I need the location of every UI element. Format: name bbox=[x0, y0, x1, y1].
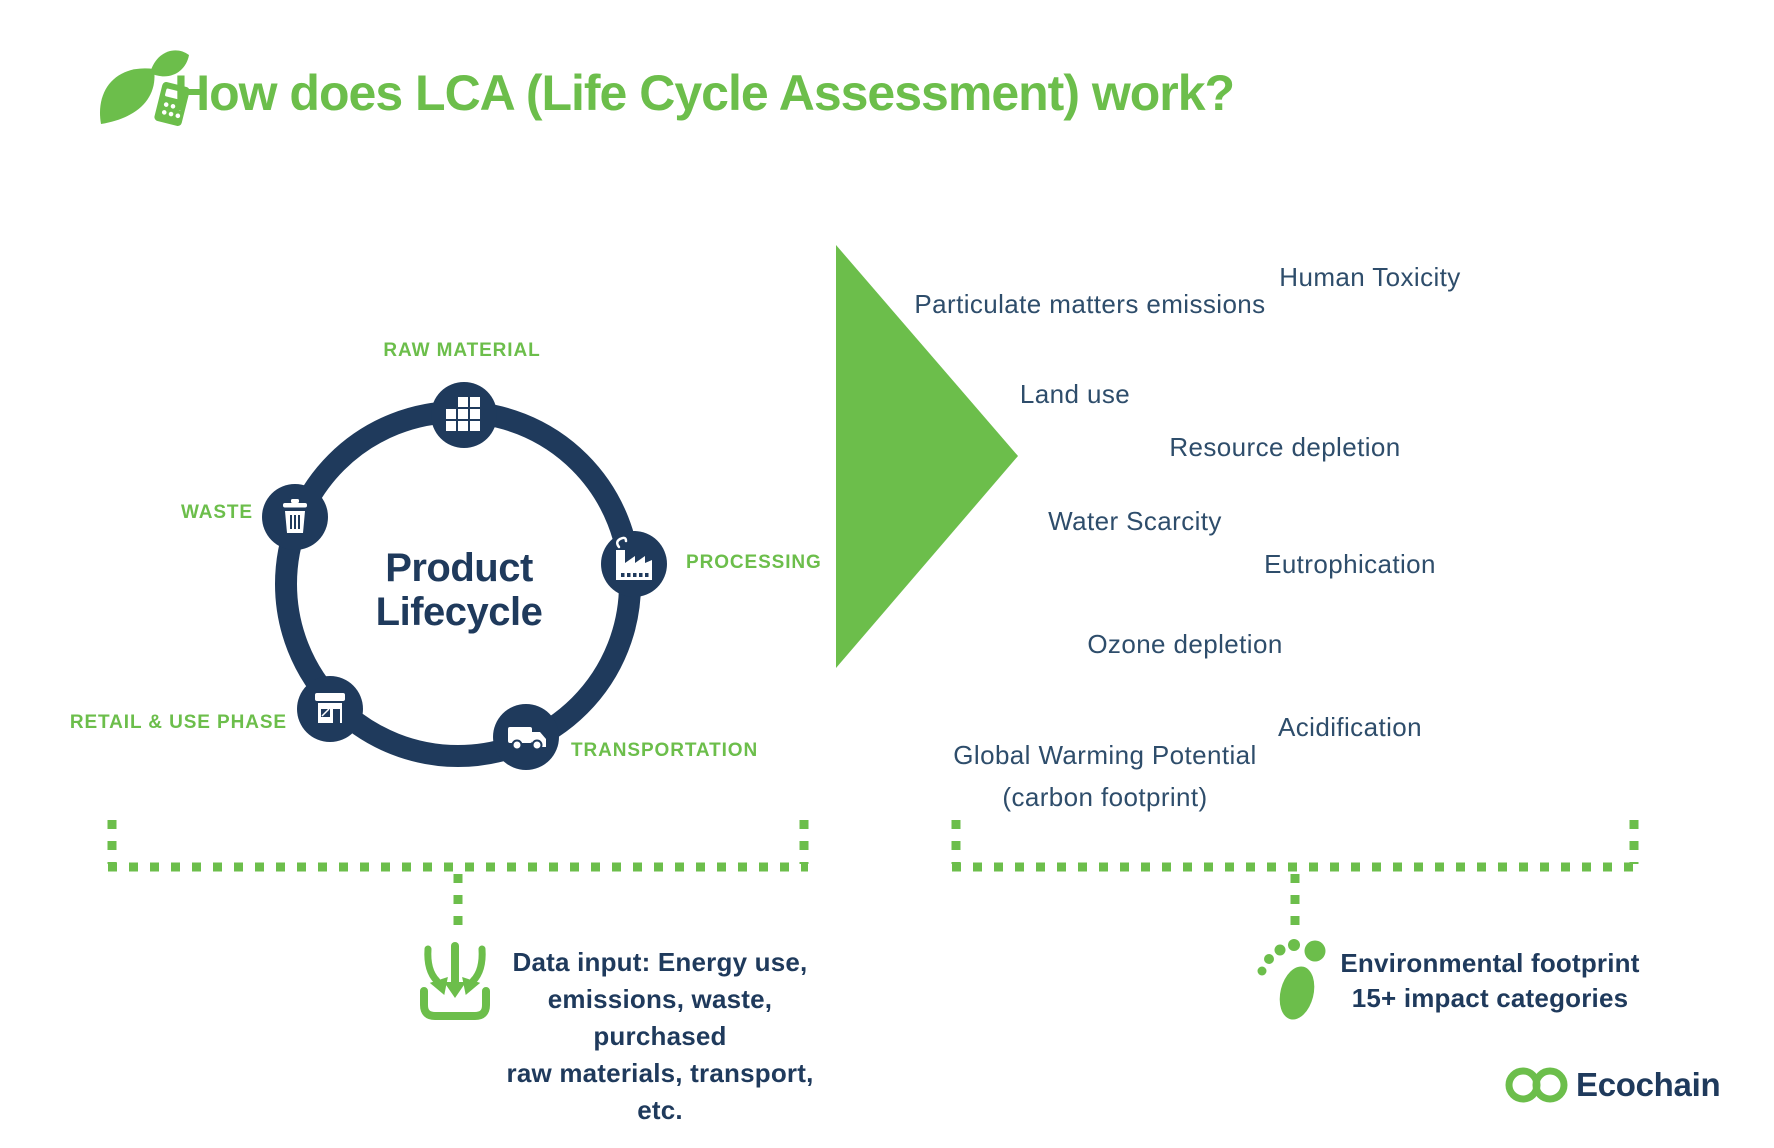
impact-human-toxicity: Human Toxicity bbox=[1279, 262, 1461, 292]
impact-ozone-depletion: Ozone depletion bbox=[1087, 629, 1283, 659]
truck-icon bbox=[508, 727, 546, 751]
funnel-triangle bbox=[836, 245, 1018, 668]
impact-resource-depletion: Resource depletion bbox=[1169, 432, 1401, 462]
impact-land-use: Land use bbox=[1019, 379, 1131, 409]
data-input-caption: Data input: Energy use, emissions, waste… bbox=[480, 944, 840, 1129]
impact-water-scarcity: Water Scarcity bbox=[1048, 506, 1222, 536]
footprint-line2: 15+ impact categories bbox=[1351, 983, 1629, 1013]
footprint-icon bbox=[1257, 939, 1326, 1020]
left-bracket bbox=[107, 820, 809, 928]
data-input-icon bbox=[420, 942, 490, 1020]
data-input-line2: emissions, waste, purchased bbox=[547, 984, 773, 1051]
impact-acidification: Acidification bbox=[1278, 712, 1422, 742]
impact-gwp-line1: Global Warming Potential bbox=[953, 740, 1257, 770]
stage-label-waste: WASTE bbox=[180, 502, 253, 523]
impact-global-warming-potential: Global Warming Potential (carbon footpri… bbox=[895, 734, 1315, 818]
footprint-line1: Environmental footprint bbox=[1340, 948, 1640, 978]
lifecycle-center-line1: Product bbox=[385, 546, 533, 590]
stage-label-processing: PROCESSING bbox=[686, 552, 822, 573]
lifecycle-ring bbox=[262, 382, 667, 770]
footprint-caption: Environmental footprint 15+ impact categ… bbox=[1335, 946, 1645, 1016]
ecochain-logo-wordmark: Ecochain bbox=[1576, 1066, 1721, 1103]
page-title: How does LCA (Life Cycle Assessment) wor… bbox=[174, 65, 1235, 121]
right-bracket bbox=[951, 820, 1639, 928]
impact-particulate-matters: Particulate matters emissions bbox=[914, 289, 1266, 319]
factory-icon bbox=[616, 536, 652, 580]
lifecycle-center-label: Product Lifecycle bbox=[309, 546, 609, 634]
stage-label-retail-use-phase: RETAIL & USE PHASE bbox=[69, 712, 287, 733]
trash-icon bbox=[283, 499, 307, 533]
stage-label-raw-material: RAW MATERIAL bbox=[383, 340, 541, 361]
impact-eutrophication: Eutrophication bbox=[1264, 549, 1436, 579]
data-input-line3: raw materials, transport, etc. bbox=[506, 1058, 814, 1125]
leaf-calculator-icon bbox=[99, 50, 192, 128]
blocks-icon bbox=[446, 397, 480, 431]
stage-label-transportation: TRANSPORTATION bbox=[571, 740, 759, 761]
storefront-icon bbox=[315, 693, 345, 723]
impact-gwp-line2: (carbon footprint) bbox=[1002, 782, 1208, 812]
data-input-line1: Data input: Energy use, bbox=[512, 947, 808, 977]
infinity-logo-icon bbox=[1505, 1067, 1568, 1103]
lifecycle-center-line2: Lifecycle bbox=[375, 590, 543, 634]
